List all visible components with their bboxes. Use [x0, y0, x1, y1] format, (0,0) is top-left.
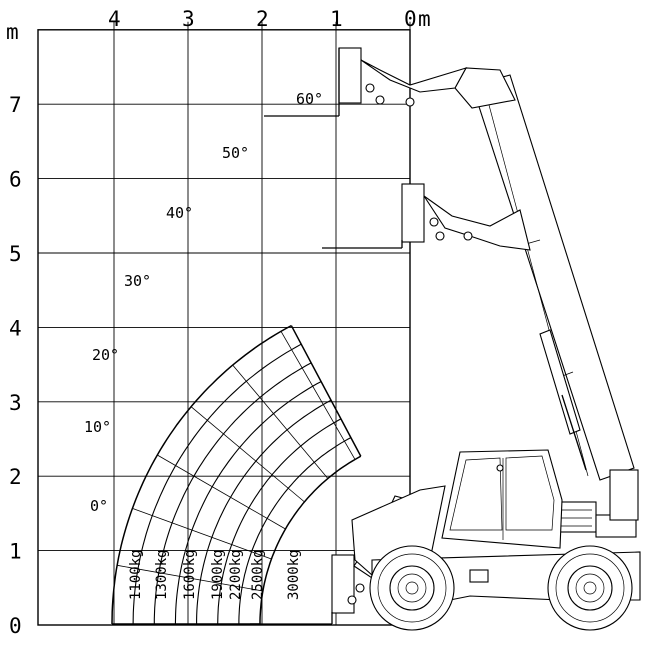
angle-ray: [132, 508, 272, 560]
envelope-outer-arc: [111, 324, 292, 625]
telescopic-boom: [454, 67, 635, 481]
x-tick-label: 0: [404, 7, 417, 31]
angle-label: 50°: [222, 144, 249, 162]
load-label: 1900kg: [210, 549, 226, 600]
angle-ray: [232, 364, 329, 479]
capacity-curve: [196, 399, 332, 624]
y-tick-label: 5: [9, 242, 22, 266]
angle-label: 60°: [296, 90, 323, 108]
y-tick-label: 1: [9, 540, 22, 564]
angle-label: 30°: [124, 272, 151, 290]
load-label: 1600kg: [182, 549, 198, 600]
y-tick-label: 7: [9, 93, 22, 117]
capacity-curve: [132, 343, 302, 625]
angle-label: 20°: [92, 346, 119, 364]
lift-envelope: [111, 324, 362, 625]
capacity-curve: [217, 418, 342, 625]
y-tick-label: 2: [9, 465, 22, 489]
x-tick-label: 2: [256, 7, 269, 31]
telehandler-icon: [250, 47, 641, 631]
y-axis-unit: m: [6, 20, 19, 44]
fork-carriage-top: [264, 47, 468, 117]
angle-label: 40°: [166, 204, 193, 222]
x-tick-label: 1: [330, 7, 343, 31]
x-tick-label: 4: [108, 7, 121, 31]
y-tick-label: 6: [9, 168, 22, 192]
load-label: 1300kg: [154, 549, 170, 600]
angle-label: 0°: [90, 497, 108, 515]
boom-angle-labels: 60° 50° 40° 30° 20° 10° 0°: [84, 90, 323, 515]
rear-wheel: [547, 545, 633, 631]
angle-label: 10°: [84, 418, 111, 436]
front-wheel: [369, 545, 455, 631]
envelope-top: [290, 325, 362, 457]
capacity-curve: [238, 437, 352, 624]
y-tick-label: 4: [9, 316, 22, 340]
x-axis-labels: 4 3 2 1 0: [108, 7, 417, 31]
y-tick-label: 0: [9, 614, 22, 638]
cab: [441, 449, 563, 549]
fork-carriage-mid: [322, 183, 531, 251]
load-label: 3000kg: [286, 549, 302, 600]
capacity-curve: [174, 381, 322, 625]
envelope-inner-arc: [259, 455, 362, 624]
x-axis-unit: m: [418, 7, 431, 31]
y-tick-label: 3: [9, 391, 22, 415]
angle-ray: [157, 454, 286, 530]
angle-ray: [190, 406, 305, 503]
capacity-curve: [153, 362, 312, 624]
load-label: 2500kg: [250, 549, 266, 600]
load-label: 1100kg: [128, 549, 144, 600]
angle-ray: [117, 564, 263, 592]
angle-ray: [280, 331, 356, 460]
x-tick-label: 3: [182, 7, 195, 31]
y-axis-labels: 7 6 5 4 3 2 1 0: [9, 93, 22, 638]
load-label: 2200kg: [228, 549, 244, 600]
